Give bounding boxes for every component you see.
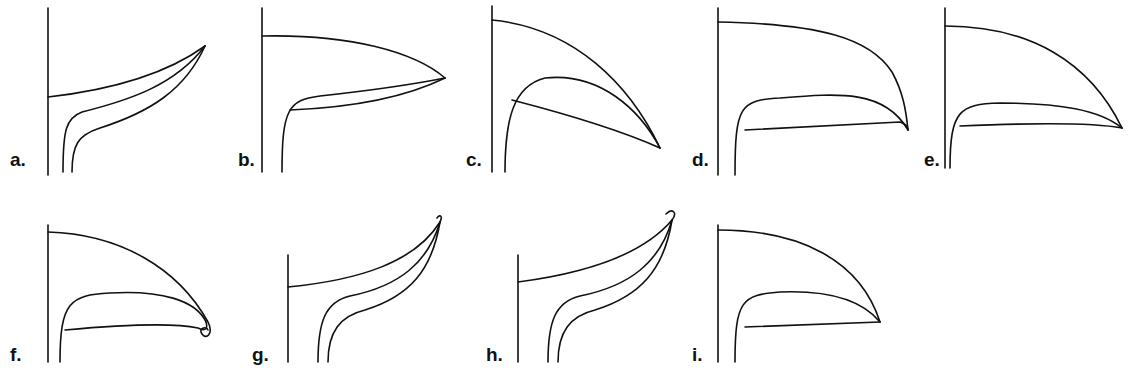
figure-label: b.	[238, 150, 255, 169]
shape-outline	[288, 216, 441, 362]
figure-label: a.	[10, 150, 26, 169]
shape-outline	[518, 211, 674, 362]
shape-outline	[48, 225, 210, 362]
shape-outline	[492, 6, 660, 172]
figure-label: e.	[924, 150, 940, 169]
figure-label: i.	[692, 345, 703, 364]
shape-outline	[262, 8, 445, 172]
figure-label: h.	[486, 345, 503, 364]
figure-label: f.	[10, 345, 22, 364]
shape-outline	[945, 8, 1122, 168]
shape-outline	[718, 225, 880, 362]
shape-outline	[718, 8, 908, 175]
figure-label: g.	[252, 345, 269, 364]
shape-outline	[48, 8, 205, 175]
figure-label: d.	[692, 150, 709, 169]
figure-label: c.	[466, 150, 482, 169]
